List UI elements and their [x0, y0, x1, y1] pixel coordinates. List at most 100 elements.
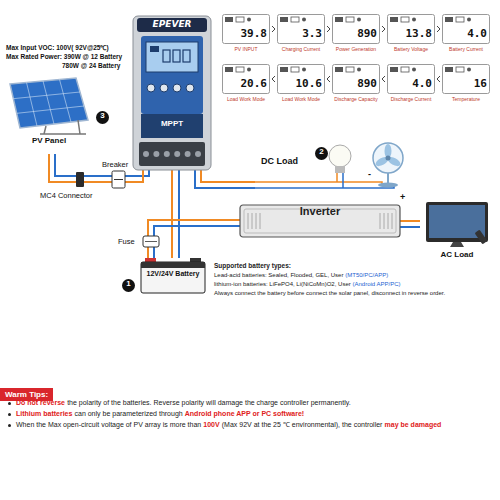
load-wire-pos: [255, 173, 382, 186]
grid-line: [60, 80, 72, 123]
panel-grid: [13, 80, 84, 127]
screen-caption: Temperature: [430, 96, 500, 102]
grid-line: [43, 81, 54, 124]
negative-wire: [195, 170, 255, 188]
control-button: [160, 84, 168, 92]
screen-caption: Charging Current: [265, 46, 337, 52]
part-name: Breaker: [102, 160, 128, 169]
panel-icon: [280, 17, 288, 22]
battery-icon: [456, 67, 464, 72]
pv-panel: PV Panel: [6, 76, 92, 154]
battery-icon: [291, 67, 299, 72]
tv-stand: [450, 242, 464, 247]
note-line-text: lithium-ion batteries: LiFePO4, Li(NiCoM…: [214, 281, 351, 287]
breaker-lever: [114, 179, 123, 180]
bulb-icon: [357, 68, 361, 72]
remote-control: [475, 230, 488, 245]
bulb-icon: [412, 68, 416, 72]
ac-load: AC Load: [420, 200, 494, 264]
warning-heading: Warm Tips:: [0, 383, 53, 401]
model-label: MPPT: [133, 119, 211, 128]
screen-caption: Battery Voltage: [375, 46, 447, 52]
cooling-fin: [248, 213, 249, 229]
panel-icon: [225, 17, 233, 22]
bulb-icon: [467, 68, 471, 72]
callout-number: 2: [315, 140, 328, 160]
fan-hub: [386, 156, 391, 161]
polarity-sign: -: [368, 170, 371, 179]
part-name-text: Fuse: [118, 237, 135, 246]
note-line-text: (Android APP/PC): [353, 281, 401, 287]
cooling-fin: [392, 213, 393, 229]
screen-value: 4.0: [442, 27, 490, 40]
battery-icon: [236, 67, 244, 72]
negative-wire: [154, 226, 240, 258]
battery-icon: [346, 17, 354, 22]
note-line-text: Always connect the battery before connec…: [214, 290, 445, 296]
panel-icon: [445, 67, 453, 72]
lcd-screen: 3.3Charging Current: [277, 14, 325, 44]
spec-note-text: Max Input VOC: 100V( 92V@25℃): [6, 44, 109, 51]
spec-note: 780W @ 24 Battery: [62, 62, 120, 70]
warning-line-text: Android phone APP or PC software!: [185, 410, 304, 417]
dc-load: DC Load: [255, 140, 420, 192]
lcd-digit: [183, 50, 190, 62]
fuse-element: [145, 241, 157, 242]
screen-value: 20.6: [222, 77, 270, 90]
fan-guard: [373, 143, 403, 173]
warning-line-text: can only be parameterized through: [75, 410, 183, 417]
fan-blade: [386, 155, 402, 168]
grid-line: [17, 106, 84, 113]
bulb-icon: [302, 68, 306, 72]
bullet: [8, 402, 11, 405]
screen-value: 16: [442, 77, 490, 90]
bulb-icon: [467, 18, 471, 22]
node-label: Inverter: [240, 205, 400, 217]
battery-icon: [456, 17, 464, 22]
cooling-fin: [260, 213, 261, 229]
bullet: [8, 413, 11, 416]
screen-caption: Power Generation: [320, 46, 392, 52]
screen-caption: Battery Current: [430, 46, 500, 52]
grid-line: [13, 92, 80, 99]
screen-value: 890: [332, 77, 380, 90]
screen-frame: [223, 15, 270, 44]
lcd-icon: [150, 46, 159, 52]
warning-line-text: the polarity of the batteries. Reverse p…: [67, 399, 351, 406]
cooling-fin: [380, 213, 381, 229]
part-name-text: Breaker: [102, 160, 128, 169]
battery-icon: [401, 17, 409, 22]
screen-value: 13.8: [387, 27, 435, 40]
callout-number: 3: [96, 104, 109, 124]
controller-housing: [133, 16, 211, 170]
screen-frame: [443, 65, 490, 94]
terminal-screw: [143, 151, 149, 157]
node-label: AC Load: [420, 250, 494, 260]
note-line-text: (MT50/PC/APP): [345, 272, 388, 278]
screen-value: 10.6: [277, 77, 325, 90]
warning-line-text: Do not reverse: [16, 399, 65, 406]
bulb-glass: [329, 145, 351, 167]
screen-frame: [278, 65, 325, 94]
bulb-icon: [412, 18, 416, 22]
bulb-base: [335, 166, 345, 173]
lcd-screen: 13.8Battery Voltage: [387, 14, 435, 44]
battery-icon: [346, 67, 354, 72]
battery-icon: [236, 17, 244, 22]
screen-frame: [388, 65, 435, 94]
warning-line: Do not reversethe polarity of the batter…: [16, 398, 496, 408]
lcd-digit: [163, 50, 170, 62]
screen-value: 4.0: [387, 77, 435, 90]
node-label: DC Load: [261, 156, 321, 167]
lcd-screen: 4.0Battery Current: [442, 14, 490, 44]
lcd-screen: 890Discharge Capacity: [332, 64, 380, 94]
brand-logo: EPEVER: [133, 19, 211, 29]
battery-body: [141, 262, 205, 293]
lcd-screen: 10.6Load Work Mode: [277, 64, 325, 94]
fuse-symbol: [143, 236, 159, 247]
lcd-screen: 20.6Load Work Mode: [222, 64, 270, 94]
cooling-fin: [256, 213, 257, 229]
positive-wire: [400, 220, 420, 222]
note-line: Lead-acid batteries: Sealed, Flooded, GE…: [214, 271, 496, 279]
